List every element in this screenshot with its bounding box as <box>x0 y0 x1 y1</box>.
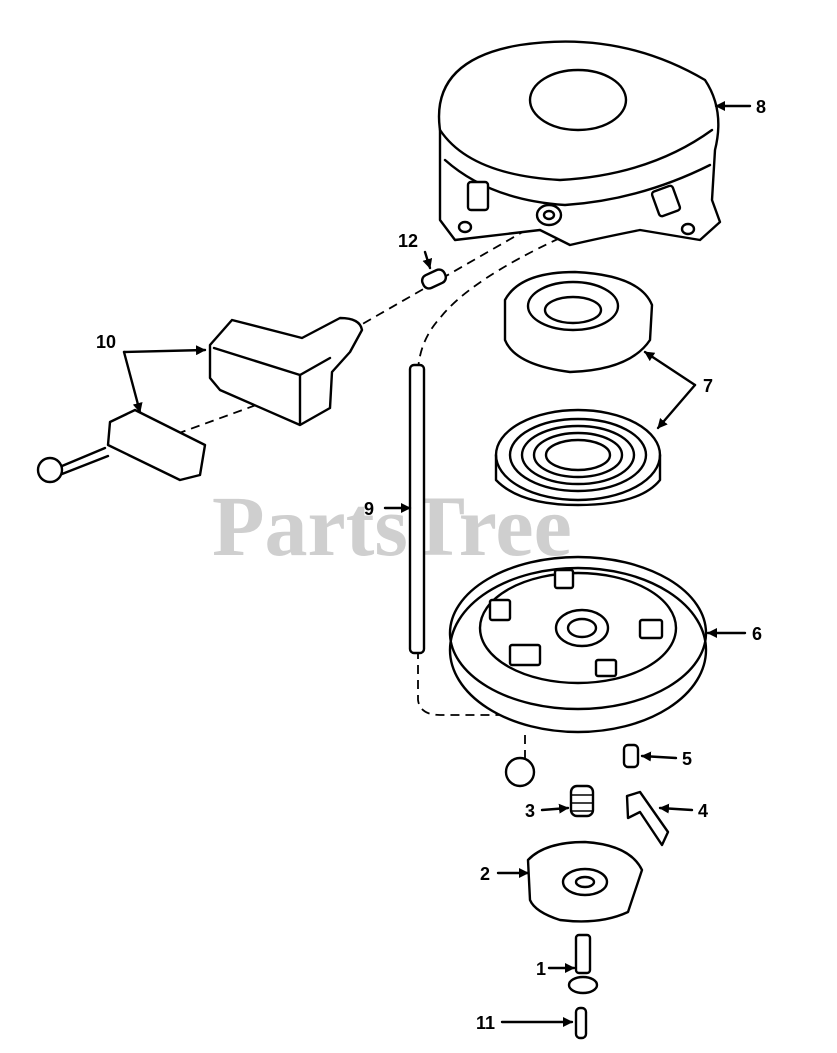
label-part-8: 8 <box>756 97 766 117</box>
part-9-rope <box>408 363 426 655</box>
label-part-2: 2 <box>480 864 490 884</box>
part-8-housing <box>437 40 722 247</box>
label-part-1: 1 <box>536 959 546 979</box>
part-7-spring-cover <box>503 270 654 374</box>
label-part-10: 10 <box>96 332 116 352</box>
part-3-spring <box>569 784 595 818</box>
label-part-9: 9 <box>364 499 374 519</box>
callout-labels: 8 12 7 10 9 6 5 4 3 2 1 11 <box>96 97 766 1033</box>
callout-leaders <box>122 101 752 1027</box>
label-part-12: 12 <box>398 231 418 251</box>
watermark-text: PartsTree <box>212 478 572 574</box>
part-2-cup <box>526 840 644 923</box>
label-part-5: 5 <box>682 749 692 769</box>
label-part-11: 11 <box>476 1013 495 1033</box>
part-5-small-spring <box>622 743 640 769</box>
part-10-handle <box>36 316 364 484</box>
part-4-pawl <box>625 790 670 847</box>
label-part-3: 3 <box>525 801 535 821</box>
part-7-recoil-spring <box>494 408 662 507</box>
label-part-7: 7 <box>703 376 713 396</box>
part-retainer-screw <box>504 756 536 788</box>
label-part-6: 6 <box>752 624 762 644</box>
part-1-bolt <box>567 933 599 995</box>
part-12-pin <box>420 268 448 290</box>
part-6-pulley <box>448 555 708 734</box>
part-11-roll-pin <box>574 1006 588 1040</box>
label-part-4: 4 <box>698 801 708 821</box>
